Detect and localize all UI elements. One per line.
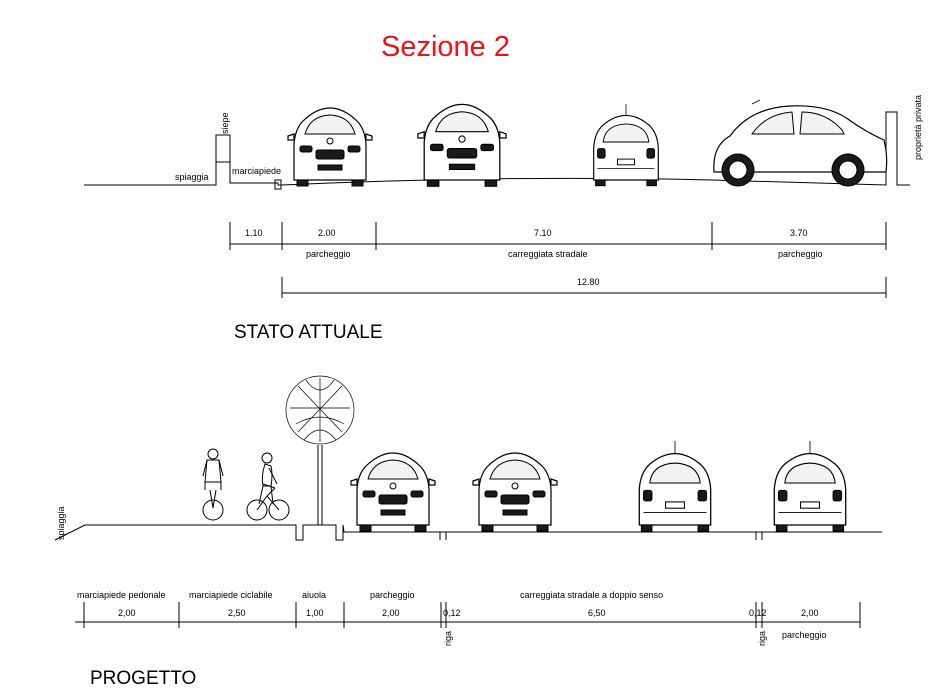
heading-current: STATO ATTUALE bbox=[234, 322, 383, 343]
dim-current-2: 2.00 bbox=[318, 228, 336, 238]
hedge bbox=[215, 134, 231, 163]
heading-project: PROGETTO bbox=[90, 668, 196, 689]
car-front-icon bbox=[472, 452, 558, 532]
car-front-icon bbox=[350, 452, 436, 532]
seg-label-sidewalk: marciapiede pedonale bbox=[77, 590, 166, 600]
label-hedge: siepe bbox=[220, 112, 230, 134]
dim-project-planter: 1,00 bbox=[306, 608, 324, 618]
seg-label-cycle: marciapiede ciclabile bbox=[189, 590, 273, 600]
cyclist-icon bbox=[246, 452, 290, 521]
curb-block bbox=[274, 179, 282, 190]
dim-current-total: 12.80 bbox=[577, 277, 600, 287]
label-sidewalk: marciapiede bbox=[232, 166, 281, 176]
dim-current-4: 3.70 bbox=[790, 228, 808, 238]
dim-label-roadway: carreggiata stradale bbox=[508, 249, 588, 259]
dim-project-stripe-right: 0,12 bbox=[749, 608, 767, 618]
tree-icon bbox=[285, 375, 355, 525]
project-ground-line bbox=[54, 524, 882, 541]
dim-project-cycle: 2,50 bbox=[228, 608, 246, 618]
label-beach: spiaggia bbox=[175, 172, 209, 182]
car-side-icon bbox=[713, 99, 888, 187]
label-beach-project: spiaggia bbox=[56, 506, 66, 540]
dim-project-parking-left: 2,00 bbox=[382, 608, 400, 618]
car-front-icon bbox=[287, 107, 373, 187]
current-section: spiaggia siepe marciapiede proprietà pri… bbox=[84, 95, 923, 343]
dim-current-1: 1.10 bbox=[245, 228, 263, 238]
seg-label-planter: aiuola bbox=[302, 590, 326, 600]
dim-project-sidewalk: 2,00 bbox=[118, 608, 136, 618]
dim-project-stripe-left: 0,12 bbox=[443, 608, 461, 618]
dim-project-parking-right: 2,00 bbox=[801, 608, 819, 618]
dim-label-parking-right: parcheggio bbox=[778, 249, 823, 259]
seg-label-parking-right: parcheggio bbox=[782, 630, 827, 640]
car-front-icon bbox=[417, 103, 507, 187]
label-private-property: proprietà privata bbox=[913, 95, 923, 160]
car-back-icon bbox=[593, 103, 659, 187]
seg-label-parking-left: parcheggio bbox=[370, 590, 415, 600]
project-section: spiaggia marciapiede pedonale marciapied… bbox=[54, 375, 882, 689]
car-back-icon bbox=[638, 440, 712, 532]
dim-label-parking-left: parcheggio bbox=[306, 249, 351, 259]
seg-label-roadway: carreggiata stradale a doppio senso bbox=[520, 590, 663, 600]
dimension-line-total bbox=[281, 277, 887, 298]
label-stripe-right: riga bbox=[757, 631, 767, 646]
dim-current-3: 7.10 bbox=[534, 228, 552, 238]
car-back-icon bbox=[773, 440, 847, 532]
pedestrian-icon bbox=[202, 448, 224, 521]
dim-project-roadway: 6,50 bbox=[588, 608, 606, 618]
label-stripe-left: riga bbox=[443, 631, 453, 646]
section-title: Sezione 2 bbox=[381, 31, 510, 63]
